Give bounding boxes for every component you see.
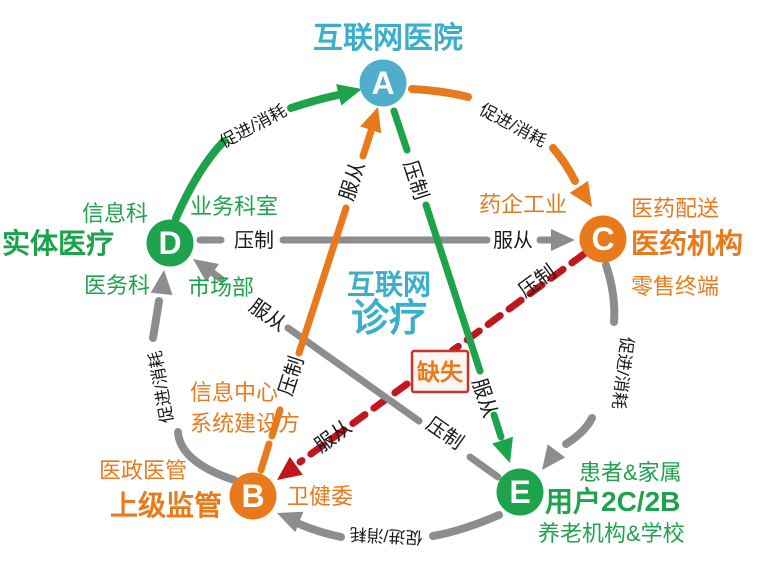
page-title: 互联网医院 [313,21,463,55]
green-arrowhead-at-a [336,84,362,106]
arc-d-to-a [172,91,342,222]
d-label-bottom-left: 医务科 [84,273,150,298]
arc-label-a-c: 促进/消耗 [476,100,549,151]
green-arrowhead-at-e [492,436,513,463]
node-d-circle [146,219,194,267]
node-c-letter: C [591,221,614,257]
node-e-letter: E [509,474,530,510]
node-b-circle [229,472,277,520]
edge-a-to-e [390,107,505,441]
label-ba-obey: 服从 [336,159,369,204]
c-label-top-right: 医药配送 [631,196,719,221]
node-a-letter: A [371,65,394,101]
red-dashed-segment [296,380,411,466]
e-title: 用户2C/2B [545,485,680,517]
node-a-circle [359,59,407,107]
arc-label-c-e: 促进/消耗 [609,336,637,411]
red-arrowhead-at-b [277,456,303,480]
d-label-top-left: 信息科 [82,201,148,226]
label-ed-obey: 服从 [245,295,290,336]
arc-a-to-c [408,85,579,185]
label-ed-suppress: 压制 [422,413,468,455]
label-dc-obey: 服从 [493,230,533,252]
label-ae-suppress: 压制 [398,158,432,203]
edge-e-to-d [209,269,502,481]
gray-arrowhead-at-e [542,444,566,470]
arc-label-e-b: 促进/消耗 [349,524,423,547]
label-cb-suppress: 压制 [514,260,560,302]
node-e-circle [496,468,544,516]
node-c-circle [579,215,627,263]
c-title: 医药机构 [631,228,743,259]
b-label-left: 医政医管 [99,458,187,483]
red-dashed-segment [448,250,588,355]
d-label-top-right: 业务科室 [190,194,278,219]
e-label-bottom: 养老机构&学校 [538,521,685,546]
center-label-line1: 互联网 [347,269,431,300]
b-label-right: 卫健委 [287,484,353,509]
label-ba-suppress: 压制 [274,354,308,399]
b-label-top2: 系统建设方 [190,411,300,436]
node-d-letter: D [158,225,181,261]
missing-badge: 缺失 [410,349,470,394]
label-ae-obey: 服从 [467,376,500,421]
edge-b-to-a [257,118,378,474]
gray-arrowhead-at-b [277,511,304,533]
b-title: 上级监管 [110,489,222,521]
e-label-top: 患者&家属 [579,460,682,485]
gray-arrowhead-at-d [193,259,219,282]
orange-arrowhead-at-a [360,107,382,134]
d-label-bottom-right: 市场部 [188,275,254,300]
orange-arrowhead-at-c [569,180,592,207]
c-label-bottom: 零售终端 [631,274,719,299]
gray-arrowhead-at-c [551,229,575,251]
gray-arrowhead-at-d-bottom [150,270,173,295]
missing-badge-label: 缺失 [417,359,464,385]
d-title: 实体医疗 [2,227,114,259]
arc-e-to-b [293,511,503,541]
missing-badge-box [410,349,470,394]
label-dc-suppress: 压制 [234,229,274,252]
arc-label-d-a: 促进/消耗 [217,101,290,152]
arc-c-to-e [562,261,619,448]
node-b-letter: B [241,478,264,514]
arc-label-b-d: 促进/消耗 [146,349,177,424]
c-label-top-left: 药企工业 [479,192,567,217]
b-label-top1: 信息中心 [190,380,278,405]
arc-b-to-d [149,297,238,484]
center-label-line2: 诊疗 [351,298,427,340]
edge-c-to-b-missing [296,250,588,466]
